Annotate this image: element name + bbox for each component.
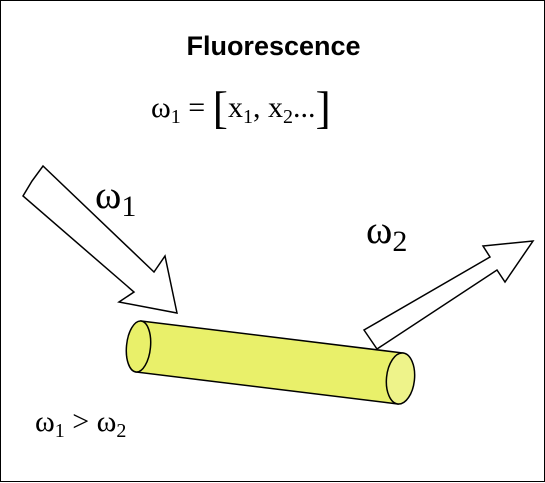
incoming-arrow: [22, 164, 178, 314]
incoming-frequency-label: ω1: [95, 171, 136, 224]
incoming-omega-sub: 1: [121, 190, 137, 223]
cylinder-left-end: [125, 320, 152, 373]
relation-omega-a: ω: [35, 405, 55, 438]
outgoing-frequency-label: ω2: [366, 206, 407, 259]
outgoing-arrow: [362, 240, 535, 351]
frequency-relation: ω1 > ω2: [35, 405, 126, 443]
formula-ellipsis: ...: [293, 91, 316, 124]
relation-operator: >: [72, 405, 90, 438]
formula-x2: x: [268, 91, 283, 124]
cylinder-body: [135, 320, 404, 405]
formula-x2-sub: 2: [283, 106, 293, 128]
formula-close-bracket: ]: [315, 82, 331, 133]
formula-equals: =: [188, 91, 206, 124]
formula-omega: ω: [151, 91, 171, 124]
formula-x1-sub: 1: [243, 106, 253, 128]
incoming-omega: ω: [95, 172, 122, 217]
relation-omega-b-sub: 2: [116, 420, 127, 442]
diagram-title: Fluorescence: [186, 31, 361, 61]
relation-omega-b: ω: [96, 405, 117, 438]
frequency-formula: ω1 = [x1, x2...]: [151, 81, 331, 134]
formula-x1: x: [228, 91, 243, 124]
relation-omega-a-sub: 1: [54, 420, 65, 442]
cylinder-right-cap: [385, 352, 416, 405]
formula-separator: ,: [253, 91, 261, 124]
outgoing-omega: ω: [366, 207, 393, 252]
outgoing-omega-sub: 2: [392, 225, 408, 258]
formula-omega-sub: 1: [170, 106, 181, 128]
formula-open-bracket: [: [212, 82, 228, 133]
